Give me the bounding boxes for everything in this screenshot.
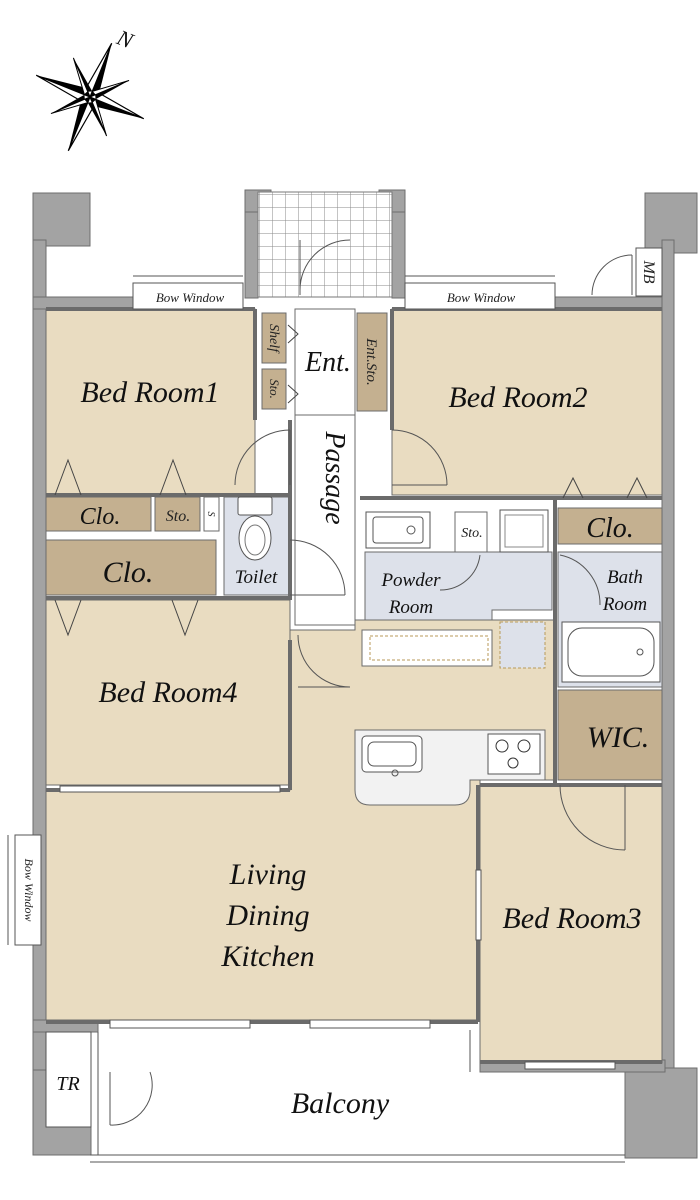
bath-room-label-1: Bath (607, 567, 643, 588)
bed-room-2-floor[interactable] (391, 308, 663, 496)
bow-window-right (404, 282, 556, 310)
storage-narrow-label: S (205, 512, 216, 517)
bed-room-1-floor[interactable] (45, 308, 256, 496)
walk-in-closet[interactable] (557, 689, 663, 781)
closet-right[interactable] (557, 507, 663, 545)
powder-room-label-1: Powder (380, 570, 441, 591)
stove-icon (487, 733, 541, 775)
ldk-label-1: Living (229, 858, 307, 891)
entrance-label: Ent. (304, 347, 351, 378)
wic-label: WIC. (587, 721, 650, 754)
entrance-floor[interactable] (294, 308, 356, 416)
trunk-room[interactable] (45, 1031, 92, 1128)
bath-room-label-2: Room (602, 594, 647, 615)
ldk-label-2: Dining (225, 899, 309, 932)
windows (7, 275, 616, 1070)
bow-window-side-label: Bow Window (22, 858, 36, 921)
balcony-window-1 (109, 1019, 251, 1029)
balcony-window-2 (309, 1019, 431, 1029)
balcony-railing (90, 1030, 625, 1163)
door-swings (109, 239, 633, 1126)
closet-door-markers (54, 458, 648, 637)
entrance-storage-label: Ent.Sto. (363, 337, 379, 386)
shelf-label: Shelf (266, 324, 281, 354)
compass-north-label: N (113, 24, 138, 54)
entrance-storage-small[interactable] (261, 368, 287, 410)
closet-top-left-label: Clo. (80, 504, 121, 530)
bed-room-1-label: Bed Room1 (80, 376, 219, 409)
closet-left-label: Clo. (103, 556, 154, 589)
shelf-markers (287, 324, 299, 404)
bow-window-side (14, 834, 42, 946)
fridge-space[interactable] (499, 621, 546, 669)
closet-top-left[interactable] (45, 496, 152, 532)
balcony-label: Balcony (291, 1087, 390, 1120)
bed-room-4-label: Bed Room4 (98, 676, 237, 709)
bed3-window (524, 1061, 616, 1070)
bathtub-icon (561, 621, 661, 683)
powder-storage-label: Sto. (461, 526, 482, 541)
bow-window-left-label: Bow Window (156, 290, 225, 305)
back-counter[interactable] (361, 629, 493, 667)
toilet-label: Toilet (235, 567, 278, 588)
compass-rose-icon (35, 42, 145, 152)
passage-label: Passage (319, 430, 350, 524)
washing-machine-icon (499, 509, 549, 553)
powder-room-label-2: Room (388, 597, 433, 618)
meter-box[interactable] (635, 247, 663, 297)
bow-window-left (132, 282, 244, 310)
closet-left[interactable] (45, 539, 217, 596)
kitchen-sink-icon (361, 735, 423, 773)
bed3-side-window (475, 869, 482, 941)
toilet-fixture-icon (237, 496, 273, 561)
entrance-porch-tiles (257, 191, 393, 298)
closet-right-label: Clo. (586, 513, 633, 544)
bed-room-3-floor[interactable] (479, 784, 663, 1064)
mb-label: MB (640, 259, 657, 283)
washbasin-icon (365, 511, 431, 549)
bed-room-3-label: Bed Room3 (502, 902, 641, 935)
bed4-window (59, 785, 281, 793)
tr-label: TR (56, 1073, 79, 1095)
ldk-label-3: Kitchen (220, 940, 314, 973)
kitchen-counter[interactable] (354, 729, 546, 806)
powder-storage[interactable] (454, 511, 488, 553)
entrance-storage-small-label: Sto. (267, 379, 282, 399)
bow-window-right-label: Bow Window (447, 290, 516, 305)
entrance-storage[interactable] (356, 312, 388, 412)
bed-room-2-label: Bed Room2 (448, 381, 587, 414)
shelf-storage[interactable] (261, 312, 287, 364)
storage-small-left-label: Sto. (166, 508, 190, 525)
